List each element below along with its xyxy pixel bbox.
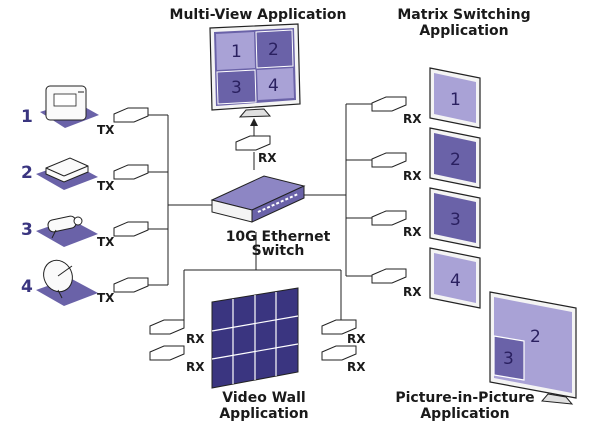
multiview-rx-label: RX — [258, 151, 277, 165]
matrix-display-2-number: 2 — [450, 150, 461, 170]
source-4-port: TX — [97, 291, 115, 305]
multiview-quadrant-1: 1 — [231, 42, 242, 62]
matrix-title-line1: Matrix Switching — [397, 7, 530, 23]
matrix-rx-label-4: RX — [403, 285, 422, 299]
source-3-number: 3 — [21, 220, 33, 240]
matrix-display-1 — [429, 67, 481, 129]
source-1-pc-tower — [40, 85, 99, 128]
matrix-rx-label-2: RX — [403, 169, 422, 183]
video-wall — [211, 287, 299, 389]
multiview-quadrant-2: 2 — [268, 40, 279, 60]
switch-title-line2: Switch — [252, 243, 305, 259]
pip-display — [489, 291, 577, 405]
source-4-satellite-dish — [36, 259, 98, 306]
videowall-rx-units — [149, 319, 357, 361]
matrix-title-line2: Application — [419, 23, 508, 39]
source-2-number: 2 — [21, 163, 33, 183]
videowall-title-line2: Application — [219, 406, 308, 422]
multiview-rx-unit — [235, 135, 271, 151]
pip-title-line2: Application — [420, 406, 509, 422]
multiview-display — [209, 23, 301, 118]
matrix-rx-units — [371, 96, 407, 284]
source-1-port: TX — [97, 123, 115, 137]
matrix-display-3 — [429, 187, 481, 249]
videowall-rx-label-2: RX — [186, 360, 205, 374]
videowall-rx-label-3: RX — [347, 332, 366, 346]
connection-lines — [148, 103, 372, 326]
matrix-rx-label-3: RX — [403, 225, 422, 239]
matrix-display-2 — [429, 127, 481, 189]
multiview-title: Multi-View Application — [170, 7, 347, 23]
source-3-port: TX — [97, 235, 115, 249]
pip-main-number: 2 — [530, 327, 541, 347]
source-3-security-camera — [36, 215, 98, 247]
switch-title-line1: 10G Ethernet — [226, 229, 331, 245]
source-2-port: TX — [97, 179, 115, 193]
pip-title-line1: Picture-in-Picture — [395, 390, 534, 406]
matrix-display-4 — [429, 247, 481, 309]
matrix-rx-label-1: RX — [403, 112, 422, 126]
matrix-display-1-number: 1 — [450, 90, 461, 110]
pip-inset-number: 3 — [503, 349, 514, 369]
matrix-display-3-number: 3 — [450, 210, 461, 230]
videowall-title-line1: Video Wall — [222, 390, 305, 406]
videowall-rx-label-4: RX — [347, 360, 366, 374]
source-2-set-top-box — [36, 157, 98, 190]
matrix-display-4-number: 4 — [450, 271, 461, 291]
source-4-number: 4 — [21, 277, 33, 297]
videowall-rx-label-1: RX — [186, 332, 205, 346]
multiview-quadrant-4: 4 — [268, 76, 279, 96]
ethernet-switch — [210, 175, 306, 223]
tx-units — [113, 107, 149, 293]
source-1-number: 1 — [21, 107, 33, 127]
multiview-quadrant-3: 3 — [231, 78, 242, 98]
